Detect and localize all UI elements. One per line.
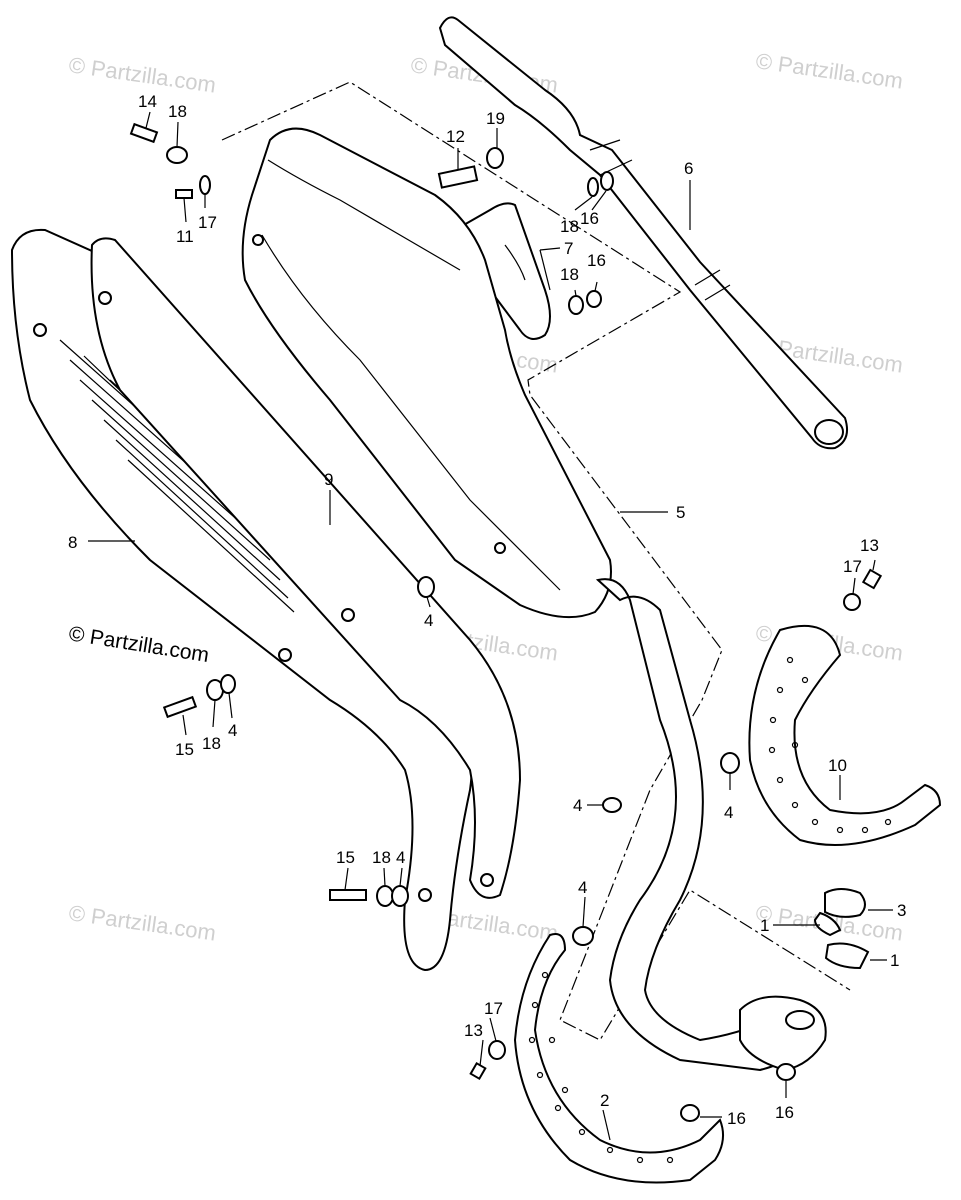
copyright-notice: © Partzilla.com: [67, 622, 210, 667]
callout-13: 13: [464, 1021, 483, 1040]
callout-1: 1: [760, 916, 769, 935]
callout-18: 18: [560, 217, 579, 236]
leader-lines: [88, 111, 893, 1141]
callout-14: 14: [138, 92, 157, 111]
callout-12: 12: [446, 127, 465, 146]
callout-4: 4: [578, 878, 587, 897]
callout-2: 2: [600, 1091, 609, 1110]
callout-13: 13: [860, 536, 879, 555]
callout-8: 8: [68, 533, 77, 552]
callout-labels: 14 18 11 17 12 19 6 18 16 7 18 16 5 9 8 …: [68, 92, 906, 1128]
callout-18: 18: [202, 734, 221, 753]
callout-10: 10: [828, 756, 847, 775]
callout-15: 15: [175, 740, 194, 759]
watermark: © Partzilla.com: [754, 48, 904, 93]
callout-1: 1: [890, 951, 899, 970]
callout-5: 5: [676, 503, 685, 522]
callout-4: 4: [228, 721, 237, 740]
tail-pipe: [438, 16, 848, 450]
callout-16: 16: [727, 1109, 746, 1128]
assembly-outline: [221, 81, 851, 1041]
callout-7: 7: [564, 239, 573, 258]
bracket: [453, 202, 551, 340]
callout-4: 4: [573, 796, 582, 815]
upper-perforated-shield: [748, 624, 942, 846]
callout-18: 18: [560, 265, 579, 284]
callout-17: 17: [484, 999, 503, 1018]
watermark: © Partzilla.com: [67, 52, 217, 97]
callout-15: 15: [336, 848, 355, 867]
callout-4: 4: [724, 803, 733, 822]
callout-16: 16: [580, 209, 599, 228]
callout-18: 18: [372, 848, 391, 867]
watermark: © Partzilla.com: [67, 900, 217, 945]
muffler: [241, 127, 827, 1072]
callout-11: 11: [176, 227, 194, 246]
callout-16: 16: [587, 251, 606, 270]
callout-4: 4: [424, 611, 433, 630]
callout-17: 17: [843, 557, 862, 576]
callout-18: 18: [168, 102, 187, 121]
hardware: [129, 122, 883, 1122]
lower-perforated-shield: [513, 933, 725, 1184]
callout-4: 4: [396, 848, 405, 867]
callout-6: 6: [684, 159, 693, 178]
callout-16: 16: [775, 1103, 794, 1122]
inner-heat-shield: [90, 237, 522, 899]
callout-19: 19: [486, 109, 505, 128]
callout-17: 17: [198, 213, 217, 232]
callout-9: 9: [324, 470, 333, 489]
callout-3: 3: [897, 901, 906, 920]
